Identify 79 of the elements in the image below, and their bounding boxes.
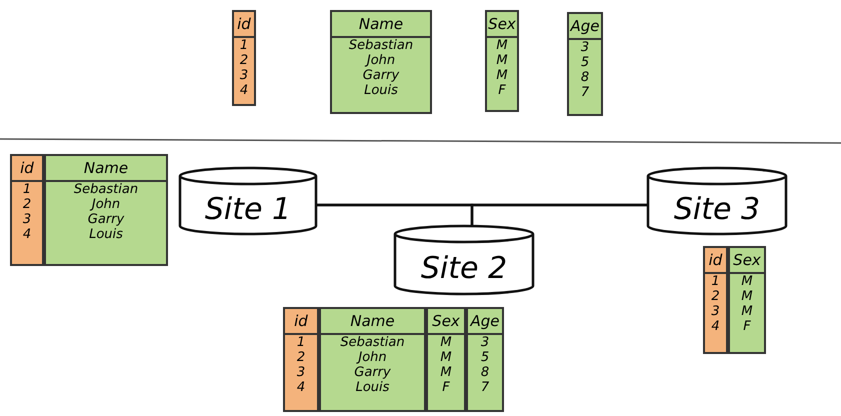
table-cell: M [440,365,452,380]
table-column [330,10,432,114]
table-cell: M [741,304,753,319]
table-cell: 3 [240,68,248,83]
column-header: Age [569,14,601,40]
table-cell: F [743,319,751,334]
table-cell: John [92,197,120,212]
table-cell: Sebastian [348,38,414,53]
table-cell: 5 [480,350,490,365]
table-cell: M [741,274,753,289]
column-header: id [234,12,254,38]
table-cell: 5 [580,55,590,70]
table-cell: 4 [240,83,248,98]
table-cell: Sebastian [74,182,138,197]
column-header: id [705,248,726,274]
site-label: Site 1 [204,190,292,228]
table-cell: 3 [580,40,590,55]
column-header: id [285,309,317,335]
table-column [44,154,168,266]
table-cell: 1 [711,274,720,289]
column-header: Sex [730,248,764,274]
table-column [426,307,466,412]
table-cell: M [440,335,452,350]
column-header: id [12,156,42,182]
table-cell: Louis [364,83,398,98]
table-column [232,10,256,106]
table-column [283,307,319,412]
table-column [10,154,44,266]
table-cell: 8 [480,365,490,380]
table-cell: 4 [711,319,720,334]
table-column [319,307,426,412]
table-cell: 4 [22,227,32,242]
table-cell: 8 [580,70,590,85]
table-cell: M [496,38,508,53]
table-column [703,246,728,354]
table-cell: F [442,380,450,395]
table-cell: Sebastian [340,335,405,350]
table-cell: Garry [88,212,124,227]
table-cell: 3 [711,304,720,319]
database-cylinder [648,168,786,234]
connector-line [470,204,648,226]
table-cell: 3 [22,212,32,227]
table-column [728,246,766,354]
table-cell: M [496,53,508,68]
site-label: Site 3 [672,190,762,228]
table-cell: F [498,83,506,98]
table-cell: Louis [89,227,123,242]
table-cell: 3 [480,335,490,350]
site-label: Site 2 [420,250,508,288]
table-cell: 1 [22,182,32,197]
table-cell: Louis [356,380,390,395]
table-cell: 3 [296,365,306,380]
column-header: Name [321,309,424,335]
table-cell: John [358,350,387,365]
column-header: Name [46,156,166,182]
table-column [466,307,504,412]
table-cell: M [440,350,452,365]
column-header: Name [332,12,430,38]
table-column [485,10,519,112]
table-cell: 7 [580,85,590,100]
table-cell: 1 [240,38,248,53]
database-cylinder [180,168,316,234]
table-cell: 4 [296,380,306,395]
table-cell: 2 [711,289,720,304]
table-cell: 7 [480,380,490,395]
table-cell: 2 [296,350,306,365]
table-cell: 1 [296,335,306,350]
table-cell: Garry [362,68,400,83]
column-header: Sex [487,12,517,38]
table-column [567,12,603,116]
table-cell: 2 [240,53,248,68]
column-header: Sex [428,309,464,335]
table-cell: Garry [354,365,391,380]
table-cell: M [496,68,508,83]
database-cylinder [395,226,533,294]
table-cell: M [741,289,753,304]
table-cell: John [366,53,396,68]
column-header: Age [468,309,502,335]
table-cell: 2 [22,197,32,212]
